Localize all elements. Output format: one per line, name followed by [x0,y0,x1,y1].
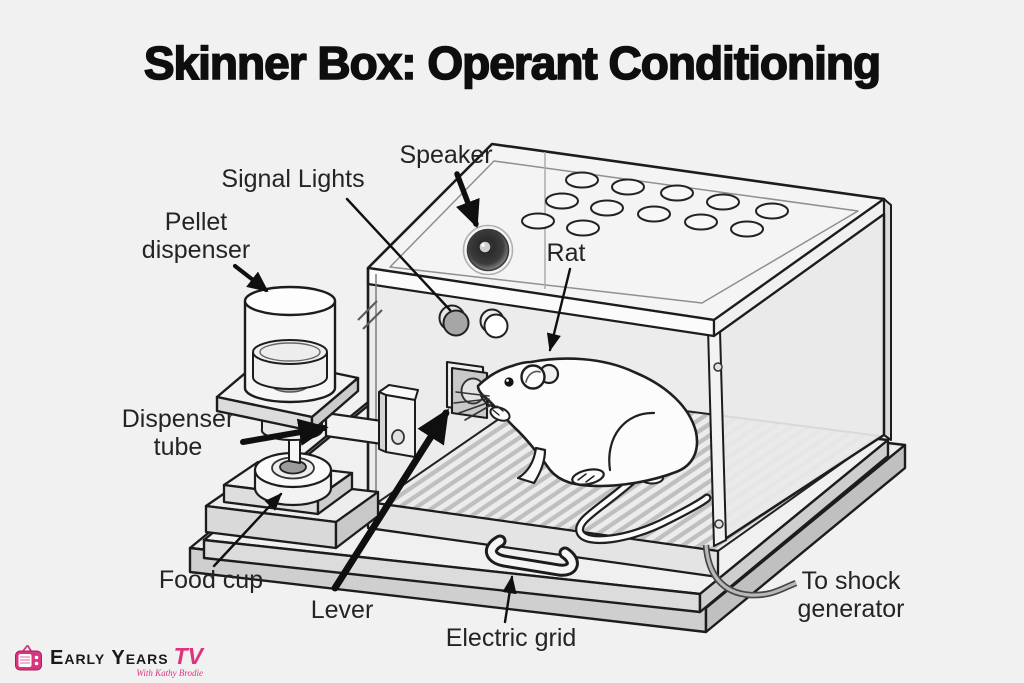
rat-whiskers [453,391,492,421]
speaker-cone [462,224,514,276]
pellet-dispenser-arrow [232,263,269,293]
logo-brand-accent: TV [173,643,203,669]
signal-lights-leader [345,197,452,312]
chute-hole [391,429,405,445]
rat-leader [546,267,572,352]
label-pellet-dispenser: Pellet dispenser [141,208,251,264]
glass-shine-marks [357,300,383,330]
rat-eye [504,377,514,387]
page-title: Skinner Box: Operant Conditioning [143,36,882,90]
rat-front-leg [516,446,547,485]
label-pellet-dispenser-line1: Pellet [164,208,228,236]
label-dispenser-tube-line2: tube [153,432,203,461]
dispenser-tube-arrow [240,418,329,446]
grid-tray [366,500,720,579]
label-electric-grid: Electric grid [445,624,577,652]
label-shock-generator: To shock generator [797,567,905,623]
label-food-cup: Food cup [158,566,264,594]
label-rat: Rat [546,239,586,267]
speaker-arrow [454,171,480,229]
label-shock-generator-line1: To shock [801,567,901,595]
signal-lights [438,304,509,339]
label-arrows [212,171,572,624]
label-pellet-dispenser-line2: dispenser [141,235,251,264]
front-glass-panel [357,268,383,508]
label-shock-generator-line2: generator [797,594,905,623]
shock-cable [702,544,798,599]
logo-brand-text: Early Years [50,647,169,669]
rat-body [476,357,699,488]
chamber-top [366,142,886,338]
label-dispenser-tube-line1: Dispenser [121,405,235,433]
logo-tagline: With Kathy Brodie [136,668,203,678]
lever-arrow [331,408,450,592]
rivet-top [713,362,723,372]
label-dispenser-tube: Dispenser tube [121,405,235,461]
label-lever: Lever [310,596,374,624]
tv-icon [15,645,42,671]
rat-front-paw [489,406,511,422]
wall-chute-block [378,384,419,458]
pellet-container [243,285,337,404]
rat-mouth [480,395,496,408]
rat-illustration [453,357,712,545]
early-years-tv-logo: Early Years TV With Kathy Brodie [14,645,203,678]
rat-ear-front [520,364,546,390]
air-holes [521,171,789,238]
signal-light-left [442,309,470,337]
label-speaker: Speaker [399,141,493,169]
rat-haunch-line [608,411,656,472]
rivet-bottom [714,519,724,529]
electric-grid-leader [502,575,517,624]
rat-hind-foot [571,468,605,486]
label-signal-lights: Signal Lights [221,165,365,193]
signal-light-right [483,313,509,339]
food-cup-leader [212,492,283,568]
